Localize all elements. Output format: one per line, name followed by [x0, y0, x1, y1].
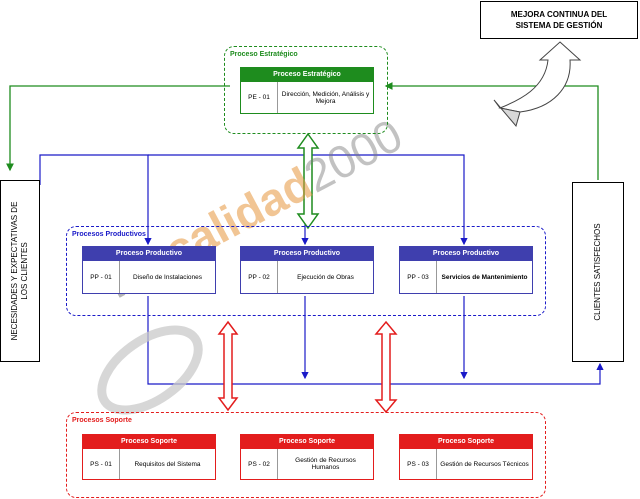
- mejora-line-1: MEJORA CONTINUA DEL: [510, 10, 608, 19]
- process-header: Proceso Soporte: [400, 435, 532, 449]
- process-header: Proceso Productivo: [83, 247, 215, 261]
- process-header: Proceso Estratégico: [241, 68, 373, 82]
- group-soporte: [66, 412, 546, 498]
- process-desc: Gestión de Recursos Técnicos: [440, 460, 529, 468]
- clientes-label: CLIENTES SATISFECHOS: [593, 223, 602, 321]
- group-soporte-label: Procesos Soporte: [72, 417, 132, 424]
- process-code: PP - 03: [400, 261, 437, 293]
- double-arrow-strategic: [296, 132, 320, 230]
- group-productivos: [66, 226, 546, 316]
- necesidades-line-1: NECESIDADES Y EXPECTATIVAS DE: [10, 201, 19, 341]
- process-desc: Requisitos del Sistema: [134, 460, 201, 468]
- process-box-pp03[interactable]: Proceso Productivo PP - 03 Servicios de …: [399, 246, 533, 294]
- watermark-swoosh: [97, 325, 203, 415]
- improvement-curved-arrow: [493, 41, 582, 128]
- process-header: Proceso Soporte: [83, 435, 215, 449]
- process-box-ps02[interactable]: Proceso Soporte PS - 02 Gestión de Recur…: [240, 434, 374, 480]
- process-desc: Servicios de Mantenimiento: [441, 273, 528, 281]
- double-arrow-support-2: [374, 320, 398, 414]
- group-estrategico-label: Proceso Estratégico: [230, 51, 298, 58]
- process-box-pp01[interactable]: Proceso Productivo PP - 01 Diseño de Ins…: [82, 246, 216, 294]
- process-code: PS - 03: [400, 449, 437, 479]
- process-box-pp02[interactable]: Proceso Productivo PP - 02 Ejecución de …: [240, 246, 374, 294]
- process-desc: Gestión de Recursos Humanos: [295, 457, 356, 471]
- process-code: PS - 02: [241, 449, 278, 479]
- process-box-pe01[interactable]: Proceso Estratégico PE - 01 Dirección, M…: [240, 67, 374, 114]
- group-productivos-label: Procesos Productivos: [72, 231, 146, 238]
- group-estrategico: [224, 46, 388, 134]
- process-code: PS - 01: [83, 449, 120, 479]
- mejora-continua-box: MEJORA CONTINUA DEL SISTEMA DE GESTIÓN: [480, 1, 638, 39]
- process-desc: Ejecución de Obras: [297, 273, 354, 281]
- mejora-line-2: SISTEMA DE GESTIÓN: [515, 21, 603, 30]
- process-code: PP - 01: [83, 261, 120, 293]
- process-header: Proceso Soporte: [241, 435, 373, 449]
- process-desc: Diseño de Instalaciones: [132, 273, 202, 281]
- clientes-satisfechos-box: CLIENTES SATISFECHOS: [572, 182, 624, 362]
- process-code: PE - 01: [241, 82, 278, 113]
- process-box-ps03[interactable]: Proceso Soporte PS - 03 Gestión de Recur…: [399, 434, 533, 480]
- process-box-ps01[interactable]: Proceso Soporte PS - 01 Requisitos del S…: [82, 434, 216, 480]
- double-arrow-support-1: [217, 320, 239, 412]
- process-desc: Dirección, Medición, Análisis y Mejora: [281, 90, 370, 105]
- strategic-feedback-lines: [6, 82, 599, 180]
- necesidades-line-2: LOS CLIENTES: [20, 242, 29, 300]
- process-header: Proceso Productivo: [241, 247, 373, 261]
- process-header: Proceso Productivo: [400, 247, 532, 261]
- process-code: PP - 02: [241, 261, 278, 293]
